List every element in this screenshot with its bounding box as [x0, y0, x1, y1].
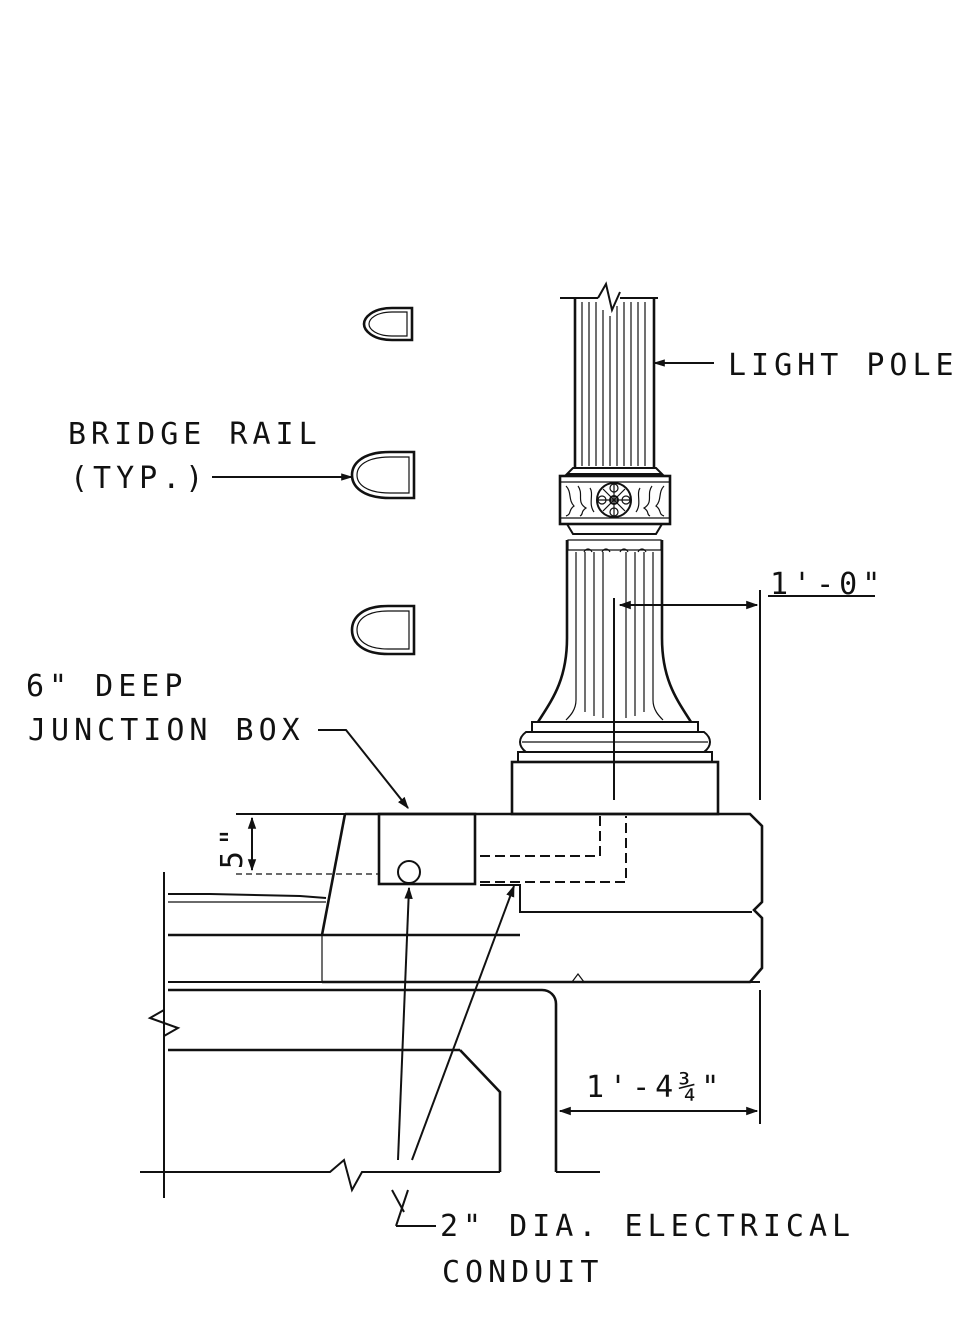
conduit-leader [391, 884, 515, 1227]
pole-upper-shaft [560, 281, 665, 475]
bridge-rail-middle [350, 450, 416, 500]
light-pole-label: LIGHT POLE [728, 348, 959, 383]
junction-box-label: JUNCTION BOX [28, 713, 305, 748]
rosette-ornament [596, 482, 632, 518]
pole-decorative-band [558, 474, 672, 535]
conduit-label: 2" DIA. ELECTRICAL [440, 1209, 855, 1244]
bridge-rail-label: BRIDGE RAIL [68, 417, 322, 452]
light-pole [510, 281, 720, 816]
bridge-rail-typ-label: (TYP.) [70, 461, 208, 496]
pole-offset-dimension: 1'-0" [770, 567, 885, 602]
junction-box-depth-label: 6" DEEP [26, 669, 187, 704]
dimension-pole-offset [618, 590, 875, 800]
pole-lower-shaft [536, 539, 693, 723]
bridge-rail-top [362, 306, 414, 342]
parapet-section [140, 812, 764, 1198]
box-depth-dimension: 5" [215, 823, 250, 869]
junction-box-leader [318, 729, 409, 809]
dimension-box-depth [236, 813, 379, 875]
bridge-rail-bottom [350, 604, 416, 656]
dimension-deck-overhang [558, 990, 761, 1124]
junction-box [377, 812, 627, 886]
deck-overhang-dimension: 1'-4¾" [586, 1070, 724, 1105]
conduit-label-line2: CONDUIT [442, 1255, 603, 1290]
